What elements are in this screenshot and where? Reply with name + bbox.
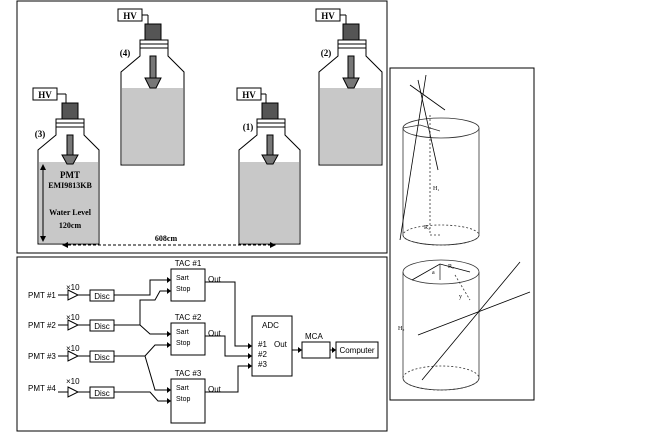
- amp-gain: ×10: [66, 313, 80, 322]
- label-y: y: [459, 294, 462, 300]
- tac-stop: Stop: [176, 340, 191, 347]
- pmt-row-2: PMT #2 ×10 Disc: [28, 313, 115, 332]
- amplifier-symbol: [67, 289, 80, 301]
- label-a: a: [432, 270, 435, 276]
- tac-stop: Stop: [176, 286, 191, 293]
- lower-cylinder: [402, 259, 531, 391]
- adc-title: ADC: [262, 321, 279, 330]
- label-r2: R₂: [448, 264, 454, 270]
- label-r1: R₁: [424, 225, 430, 231]
- bottle-id: (1): [243, 122, 254, 132]
- adc-input-1: #1: [258, 340, 267, 349]
- label-h2: H₂: [398, 326, 404, 332]
- tac-out: Out: [208, 329, 222, 338]
- tac-start: Sart: [176, 275, 189, 282]
- hv-label: HV: [38, 90, 52, 100]
- disc-label: Disc: [94, 322, 110, 331]
- computer-block: Computer: [335, 341, 379, 359]
- hv-label: HV: [242, 90, 256, 100]
- disc-label: Disc: [94, 389, 110, 398]
- lower-labels: R₂ H₂ y a: [398, 264, 462, 332]
- tac-start: Sart: [176, 329, 189, 336]
- pmt-label: PMT #4: [28, 384, 56, 393]
- adc-block: ADC #1 #2 #3 Out: [251, 315, 293, 377]
- geometry-panel-frame: [389, 67, 535, 401]
- distance-label: 608cm: [155, 234, 178, 243]
- bottle-4: HV (4): [117, 8, 185, 166]
- computer-label: Computer: [339, 346, 374, 355]
- water-level-value: 120cm: [59, 221, 82, 230]
- hv-label: HV: [123, 11, 137, 21]
- amp-gain: ×10: [66, 377, 80, 386]
- pmt-model: EMI9813KB: [48, 181, 92, 190]
- arrowheads: [167, 277, 336, 404]
- bottle-3: HV (3) PMT EMI9813KB Water Level 120cm: [32, 87, 100, 245]
- label-h1: H₁: [433, 186, 439, 192]
- adc-input-3: #3: [258, 360, 267, 369]
- mca-label: MCA: [305, 332, 323, 341]
- tac-out: Out: [208, 385, 222, 394]
- upper-labels: H₁ R₁: [424, 186, 439, 231]
- pmt-label: PMT #3: [28, 352, 56, 361]
- amplifier-symbol: [67, 319, 80, 331]
- tac-out: Out: [208, 275, 222, 284]
- tac-1: TAC #1 Sart Stop Out: [170, 259, 222, 302]
- pmt-row-1: PMT #1 ×10 Disc: [28, 283, 115, 302]
- pmt-row-4: PMT #4 ×10 Disc: [28, 377, 115, 399]
- tac-2: TAC #2 Sart Stop Out: [170, 313, 222, 356]
- adc-out: Out: [274, 340, 288, 349]
- adc-input-2: #2: [258, 350, 267, 359]
- disc-label: Disc: [94, 353, 110, 362]
- bottle-1: HV (1): [236, 87, 301, 245]
- tac-title: TAC #1: [175, 259, 202, 268]
- tac-title: TAC #3: [175, 369, 202, 378]
- amp-gain: ×10: [66, 344, 80, 353]
- pmt-label: PMT: [60, 170, 80, 180]
- amp-gain: ×10: [66, 283, 80, 292]
- bottle-id: (2): [321, 48, 332, 58]
- bottle-id: (4): [120, 48, 131, 58]
- bottle-id: (3): [35, 129, 46, 139]
- bottle-2: HV (2): [315, 8, 383, 166]
- circuit-wiring: [114, 279, 336, 402]
- tac-stop: Stop: [176, 396, 191, 403]
- hv-label: HV: [321, 11, 335, 21]
- upper-cylinder: [399, 74, 480, 246]
- distance-indicator: 608cm: [62, 234, 276, 248]
- pmt-label: PMT #2: [28, 321, 56, 330]
- amplifier-symbol: [67, 386, 80, 398]
- disc-label: Disc: [94, 292, 110, 301]
- tac-title: TAC #2: [175, 313, 202, 322]
- amplifier-symbol: [67, 350, 80, 362]
- pmt-label: PMT #1: [28, 291, 56, 300]
- tac-3: TAC #3 Sart Stop Out: [170, 369, 222, 424]
- tac-start: Sart: [176, 385, 189, 392]
- water-level-label: Water Level: [49, 208, 92, 217]
